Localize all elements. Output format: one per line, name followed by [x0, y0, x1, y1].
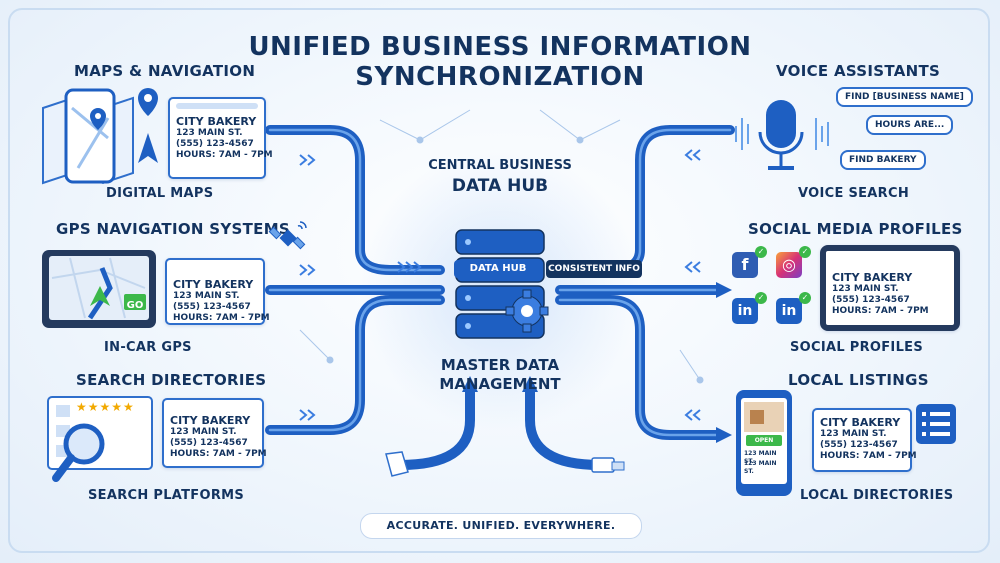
voice-bubble-3: FIND BAKERY: [840, 150, 926, 170]
linkedin-icon: in: [776, 298, 802, 324]
social-heading: SOCIAL MEDIA PROFILES: [748, 220, 963, 238]
microphone-icon: [735, 100, 829, 170]
business-name: CITY BAKERY: [820, 416, 901, 429]
business-hours: HOURS: 7AM - 7PM: [832, 306, 929, 316]
check-icon: ✓: [799, 246, 811, 258]
gps-go-label: GO: [126, 300, 144, 311]
business-phone: (555) 123-4567: [173, 302, 251, 312]
business-phone: (555) 123-4567: [820, 440, 898, 450]
business-name: CITY BAKERY: [176, 115, 257, 128]
linkedin-icon: in: [732, 298, 758, 324]
instagram-icon: ◎: [776, 252, 802, 278]
gps-business-card: CITY BAKERY 123 MAIN ST. (555) 123-4567 …: [165, 258, 270, 325]
outer-frame: [8, 8, 990, 553]
local-heading: LOCAL LISTINGS: [788, 371, 929, 389]
maps-caption: DIGITAL MAPS: [106, 186, 214, 201]
document-icon: [385, 451, 409, 477]
maps-business-card: CITY BAKERY 123 MAIN ST. (555) 123-4567 …: [168, 97, 273, 179]
business-phone: (555) 123-4567: [176, 139, 254, 149]
voice-caption: VOICE SEARCH: [798, 186, 910, 201]
business-address: 123 MAIN ST.: [832, 284, 899, 294]
search-heading: SEARCH DIRECTORIES: [76, 371, 267, 389]
check-icon: ✓: [755, 246, 767, 258]
connector-icon: [591, 457, 625, 473]
magnifier-icon: [52, 423, 105, 482]
voice-bubble-1: FIND [BUSINESS NAME]: [836, 87, 973, 107]
business-address: 123 MAIN ST.: [173, 291, 240, 301]
business-phone: (555) 123-4567: [832, 295, 910, 305]
footer-tagline: ACCURATE. UNIFIED. EVERYWHERE.: [360, 513, 642, 539]
hub-bottom-line-1: MASTER DATA: [440, 356, 560, 374]
hub-server-label: DATA HUB: [454, 260, 542, 278]
search-caption: SEARCH PLATFORMS: [88, 488, 245, 503]
hub-bottom-line-2: MANAGEMENT: [439, 375, 561, 393]
phone-address-line-1: 123 MAIN ST.: [744, 450, 777, 465]
title-line-2: SYNCHRONIZATION: [355, 62, 645, 92]
satellite-icon: [268, 221, 307, 250]
check-icon: ✓: [755, 292, 767, 304]
search-business-card: CITY BAKERY 123 MAIN ST. (555) 123-4567 …: [162, 398, 267, 468]
business-name: CITY BAKERY: [170, 414, 251, 427]
gps-heading: GPS NAVIGATION SYSTEMS: [56, 220, 291, 238]
business-phone: (555) 123-4567: [170, 438, 248, 448]
business-address: 123 MAIN ST.: [176, 128, 243, 138]
business-hours: HOURS: 7AM - 7PM: [176, 150, 273, 160]
open-now-badge: OPEN NOW: [746, 435, 782, 455]
maps-heading: MAPS & NAVIGATION: [74, 62, 256, 80]
gps-caption: IN-CAR GPS: [104, 340, 192, 355]
title-line-1: UNIFIED BUSINESS INFORMATION: [248, 32, 752, 62]
business-hours: HOURS: 7AM - 7PM: [173, 313, 270, 323]
business-address: 123 MAIN ST.: [170, 427, 237, 437]
business-name: CITY BAKERY: [832, 271, 913, 284]
social-business-card: CITY BAKERY 123 MAIN ST. (555) 123-4567 …: [820, 245, 960, 331]
star-rating: ★★★★★: [76, 400, 135, 414]
hub-top-line-2: DATA HUB: [451, 176, 549, 196]
facebook-icon: f: [732, 252, 758, 278]
local-caption: LOCAL DIRECTORIES: [800, 488, 954, 503]
business-hours: HOURS: 7AM - 7PM: [820, 451, 917, 461]
hub-flow-label: CONSISTENT INFO: [546, 260, 642, 278]
local-business-card: CITY BAKERY 123 MAIN ST. (555) 123-4567 …: [812, 408, 917, 472]
hub-top-line-1: CENTRAL BUSINESS: [428, 158, 572, 173]
list-icon: [916, 404, 956, 444]
voice-heading: VOICE ASSISTANTS: [776, 62, 941, 80]
business-address: 123 MAIN ST.: [820, 429, 887, 439]
phone-address-line-2: 123 MAIN ST.: [744, 460, 777, 475]
voice-bubble-2: HOURS ARE...: [866, 115, 954, 135]
gear-icon: [505, 289, 549, 333]
check-icon: ✓: [799, 292, 811, 304]
business-hours: HOURS: 7AM - 7PM: [170, 449, 267, 459]
social-caption: SOCIAL PROFILES: [790, 340, 923, 355]
business-name: CITY BAKERY: [173, 278, 254, 291]
gps-device-icon: [42, 250, 156, 328]
map-pin-icon: [42, 88, 158, 185]
